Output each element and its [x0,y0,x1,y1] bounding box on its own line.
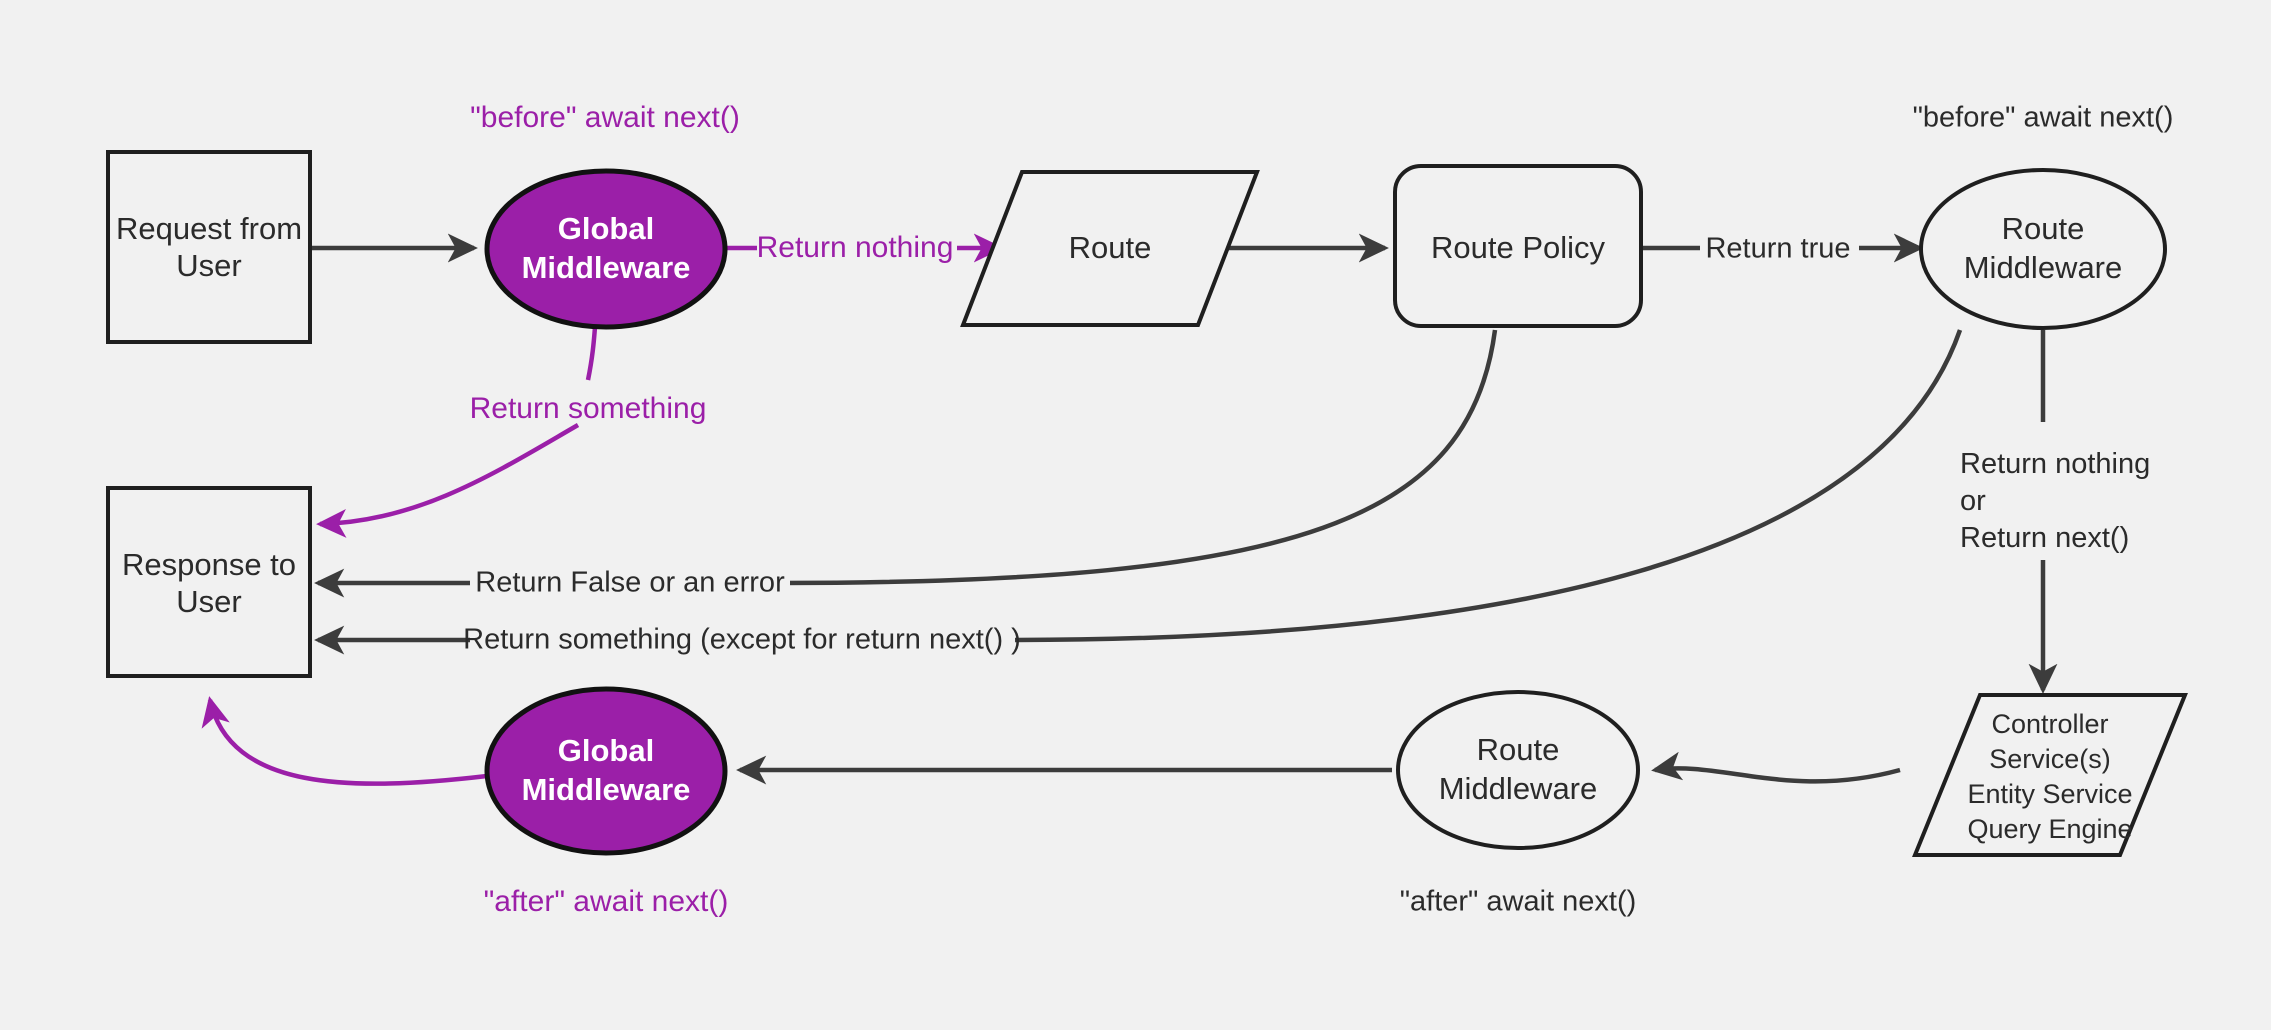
controller-label-line3: Entity Service [1967,779,2132,809]
global-middleware-after-label-line1: Global [558,733,654,768]
edge-label-return-nothing-or-next-line1: Return nothing [1960,448,2150,480]
route-middleware-before-label-line2: Middleware [1964,250,2123,285]
route-middleware-after-label-line2: Middleware [1439,771,1598,806]
node-route-middleware-before[interactable]: Route Middleware [1919,168,2167,330]
global-middleware-after-shape [484,686,728,856]
node-route[interactable]: Route [960,170,1260,327]
node-route-policy[interactable]: Route Policy [1393,164,1643,328]
controller-shape [1912,693,2188,857]
route-middleware-before-shape [1919,168,2167,330]
response-label-line1: Response to [122,547,296,582]
edge-return-something-to-response [316,423,580,538]
edge-label-return-true: Return true [1705,233,1850,265]
route-policy-shape [1393,164,1643,328]
response-label-line2: User [176,584,241,619]
route-middleware-after-label-line1: Route [1477,732,1560,767]
global-middleware-before-shape [484,168,728,330]
edge-route-policy-to-response-curve [779,329,1498,586]
label-bg-return-something-except [470,620,1015,660]
controller-label-line4: Query Engine [1967,814,2132,844]
controller-label-line2: Service(s) [1989,744,2111,774]
annotation-global-before-await: "before" await next() [470,101,740,134]
node-global-middleware-before[interactable]: Global Middleware [484,168,728,330]
edge-global-after-to-response [201,696,488,786]
edge-controller-to-route-middleware-after [1651,751,1901,784]
node-response-to-user[interactable]: Response to User [106,486,312,678]
request-label-line2: User [176,248,241,283]
edge-label-return-nothing-or-next-line3: Return next() [1960,522,2129,554]
edge-label-return-nothing-or-next-line2: or [1960,485,1986,517]
label-bg-return-false [470,563,790,603]
edge-label-return-nothing: Return nothing [757,231,954,264]
global-middleware-after-label-line2: Middleware [522,772,691,807]
route-shape [960,170,1260,327]
annotation-route-after-await: "after" await next() [1400,886,1637,918]
edge-label-return-something: Return something [470,392,707,425]
request-label-line1: Request from [116,211,302,246]
route-policy-label: Route Policy [1431,230,1606,265]
node-controller-services[interactable]: Controller Service(s) Entity Service Que… [1912,693,2188,857]
edge-label-return-something-except: Return something (except for return next… [463,624,1021,656]
edge-label-return-false-or-error: Return False or an error [475,567,785,599]
edge-route-middleware-to-response-curve [1011,329,1963,643]
global-middleware-before-label-line2: Middleware [522,250,691,285]
node-request-from-user[interactable]: Request from User [106,150,312,344]
route-middleware-before-label-line1: Route [2002,211,2085,246]
route-label: Route [1069,230,1152,265]
route-middleware-after-shape [1396,690,1640,850]
request-box-shape [106,150,312,344]
node-route-middleware-after[interactable]: Route Middleware [1396,690,1640,850]
node-global-middleware-after[interactable]: Global Middleware [484,686,728,856]
response-box-shape [106,486,312,678]
annotation-global-after-await: "after" await next() [484,885,729,918]
global-middleware-before-label-line1: Global [558,211,654,246]
annotation-route-before-await: "before" await next() [1913,102,2174,134]
controller-label-line1: Controller [1991,709,2108,739]
